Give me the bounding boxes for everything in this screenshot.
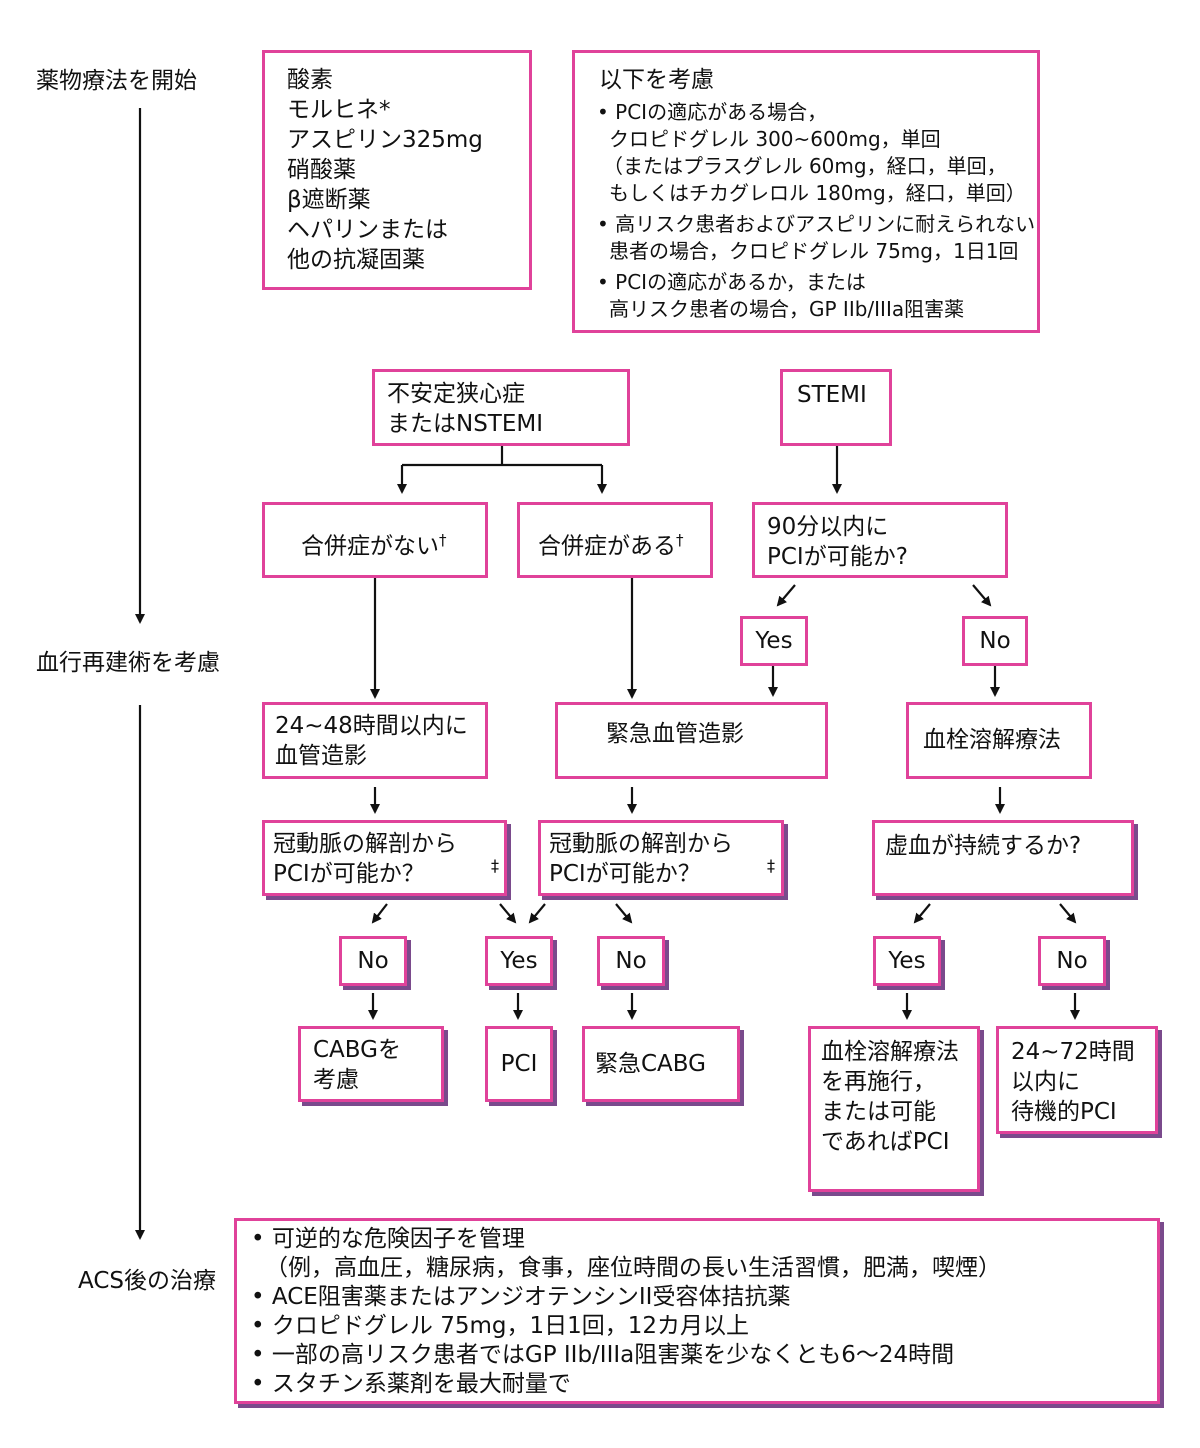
consider-line: • PCIの適応がある場合， xyxy=(597,100,828,124)
drug-morphine: モルヒネ* xyxy=(287,97,391,123)
thrombolysis-label: 血栓溶解療法 xyxy=(923,727,1061,753)
complication-label: 合併症がある xyxy=(538,533,676,560)
cabg-consider-line1: CABGを xyxy=(313,1037,401,1063)
pci-yes-box: Yes xyxy=(485,936,553,986)
stemi-no-box: No xyxy=(962,616,1028,666)
anatomy-q-line2: PCIが可能か？ xyxy=(549,861,701,887)
anatomy-q-line2: PCIが可能か？ xyxy=(273,861,425,887)
no-complication-box: 合併症がない† xyxy=(262,502,488,578)
double-dagger-mark: ‡ xyxy=(491,856,499,875)
stage-label-start: 薬物療法を開始 xyxy=(36,68,197,94)
drug-aspirin: アスピリン325mg xyxy=(287,127,483,153)
stemi-yes-box: Yes xyxy=(740,616,808,666)
urgent-cabg-label: 緊急CABG xyxy=(595,1051,706,1077)
ischemia-yes-box: Yes xyxy=(873,936,941,986)
anatomy-q-line1: 冠動脈の解剖から xyxy=(549,831,733,857)
no-complication-label: 合併症がない xyxy=(301,533,439,560)
consider-line: （またはプラスグレル 60mg，経口，単回， xyxy=(603,154,1007,178)
yes-label: Yes xyxy=(500,948,538,974)
no-label: No xyxy=(615,948,647,974)
angio-24-48-box: 24~48時間以内に 血管造影 xyxy=(262,702,488,779)
yes-label: Yes xyxy=(888,948,926,974)
consider-cabg-box: CABGを 考慮 xyxy=(298,1026,444,1102)
post-acs-treatment-box: • 可逆的な危険因子を管理 （例，高血圧，糖尿病，食事，座位時間の長い生活習慣，… xyxy=(234,1218,1160,1404)
stemi-label: STEMI xyxy=(797,382,867,408)
ischemia-no-box: No xyxy=(1038,936,1106,986)
drug-heparin: ヘパリンまたは xyxy=(287,217,448,243)
urgent-angio-label: 緊急血管造影 xyxy=(606,721,744,747)
post-treatment-line: • クロピドグレル 75mg，1日1回，12カ月以上 xyxy=(251,1313,749,1339)
urgent-cabg-box: 緊急CABG xyxy=(582,1026,740,1102)
consider-line: 高リスク患者の場合，GP IIb/IIIa阻害薬 xyxy=(609,297,965,321)
middle-no-box: No xyxy=(597,936,665,986)
consider-title: 以下を考慮 xyxy=(599,67,714,93)
drug-anticoagulant: 他の抗凝固薬 xyxy=(287,247,425,273)
stage-label-revasc: 血行再建術を考慮 xyxy=(36,650,220,676)
initial-drugs-box: 酸素 モルヒネ* アスピリン325mg 硝酸薬 β遮断薬 ヘパリンまたは 他の抗… xyxy=(262,50,532,290)
ua-nstemi-box: 不安定狭心症 またはNSTEMI xyxy=(372,369,630,446)
consider-line: • 高リスク患者およびアスピリンに耐えられない xyxy=(597,212,1036,236)
rethrombolysis-line: または可能 xyxy=(821,1099,936,1125)
stemi-box: STEMI xyxy=(780,369,892,446)
elective-pci-box: 24~72時間 以内に 待機的PCI xyxy=(996,1026,1158,1134)
cabg-consider-line2: 考慮 xyxy=(313,1067,359,1093)
post-treatment-line: • 一部の高リスク患者ではGP IIb/IIIa阻害薬を少なくとも6〜24時間 xyxy=(251,1342,955,1368)
no-label: No xyxy=(979,628,1011,654)
elective-pci-line: 24~72時間 xyxy=(1011,1039,1135,1065)
ischemia-q-label: 虚血が持続するか? xyxy=(885,833,1082,859)
consider-line: 患者の場合，クロピドグレル 75mg，1日1回 xyxy=(609,239,1019,263)
post-treatment-line: • スタチン系薬剤を最大耐量で xyxy=(251,1371,571,1397)
pci-90min-line2: PCIが可能か? xyxy=(767,544,908,570)
pci-label: PCI xyxy=(500,1051,538,1077)
drug-oxygen: 酸素 xyxy=(287,67,333,93)
rethrombolysis-line: を再施行， xyxy=(821,1069,936,1095)
left-no-box: No xyxy=(339,936,407,986)
rethrombolysis-line: であればPCI xyxy=(821,1129,950,1155)
angio-24-48-line2: 血管造影 xyxy=(275,743,367,769)
post-treatment-line: （例，高血圧，糖尿病，食事，座位時間の長い生活習慣，肥満，喫煙） xyxy=(265,1255,1001,1281)
pci-outcome-box: PCI xyxy=(485,1026,553,1102)
thrombolysis-box: 血栓溶解療法 xyxy=(906,702,1092,779)
consider-line: もしくはチカグレロル 180mg，経口，単回） xyxy=(609,181,1026,205)
angio-24-48-line1: 24~48時間以内に xyxy=(275,713,468,739)
no-label: No xyxy=(1056,948,1088,974)
no-label: No xyxy=(357,948,389,974)
ischemia-persist-question-box: 虚血が持続するか? xyxy=(872,820,1134,896)
consider-box: 以下を考慮 • PCIの適応がある場合， クロピドグレル 300~600mg，単… xyxy=(572,50,1040,333)
consider-line: • PCIの適応があるか，または xyxy=(597,270,866,294)
drug-beta-blocker: β遮断薬 xyxy=(287,187,371,213)
dagger-mark: † xyxy=(676,531,684,549)
anatomy-pci-question-left: 冠動脈の解剖から PCIが可能か？ ‡ xyxy=(262,820,507,896)
rethrombolysis-box: 血栓溶解療法 を再施行， または可能 であればPCI xyxy=(808,1026,980,1192)
complication-box: 合併症がある† xyxy=(517,502,713,578)
post-treatment-line: • 可逆的な危険因子を管理 xyxy=(251,1226,525,1252)
consider-line: クロピドグレル 300~600mg，単回 xyxy=(609,127,941,151)
double-dagger-mark: ‡ xyxy=(767,856,775,875)
elective-pci-line: 待機的PCI xyxy=(1011,1099,1117,1125)
pci-90min-line1: 90分以内に xyxy=(767,514,889,540)
elective-pci-line: 以内に xyxy=(1011,1069,1080,1095)
anatomy-q-line1: 冠動脈の解剖から xyxy=(273,831,457,857)
rethrombolysis-line: 血栓溶解療法 xyxy=(821,1039,959,1065)
urgent-angio-box: 緊急血管造影 xyxy=(555,702,828,779)
yes-label: Yes xyxy=(755,628,793,654)
pci-90min-question-box: 90分以内に PCIが可能か? xyxy=(752,502,1008,578)
ua-nstemi-line1: 不安定狭心症 xyxy=(387,381,525,407)
dagger-mark: † xyxy=(439,531,447,549)
anatomy-pci-question-middle: 冠動脈の解剖から PCIが可能か？ ‡ xyxy=(538,820,784,896)
post-treatment-line: • ACE阻害薬またはアンジオテンシンII受容体拮抗薬 xyxy=(251,1284,791,1310)
stage-label-post: ACS後の治療 xyxy=(78,1268,216,1294)
drug-nitrates: 硝酸薬 xyxy=(287,157,356,183)
ua-nstemi-line2: またはNSTEMI xyxy=(387,411,544,437)
